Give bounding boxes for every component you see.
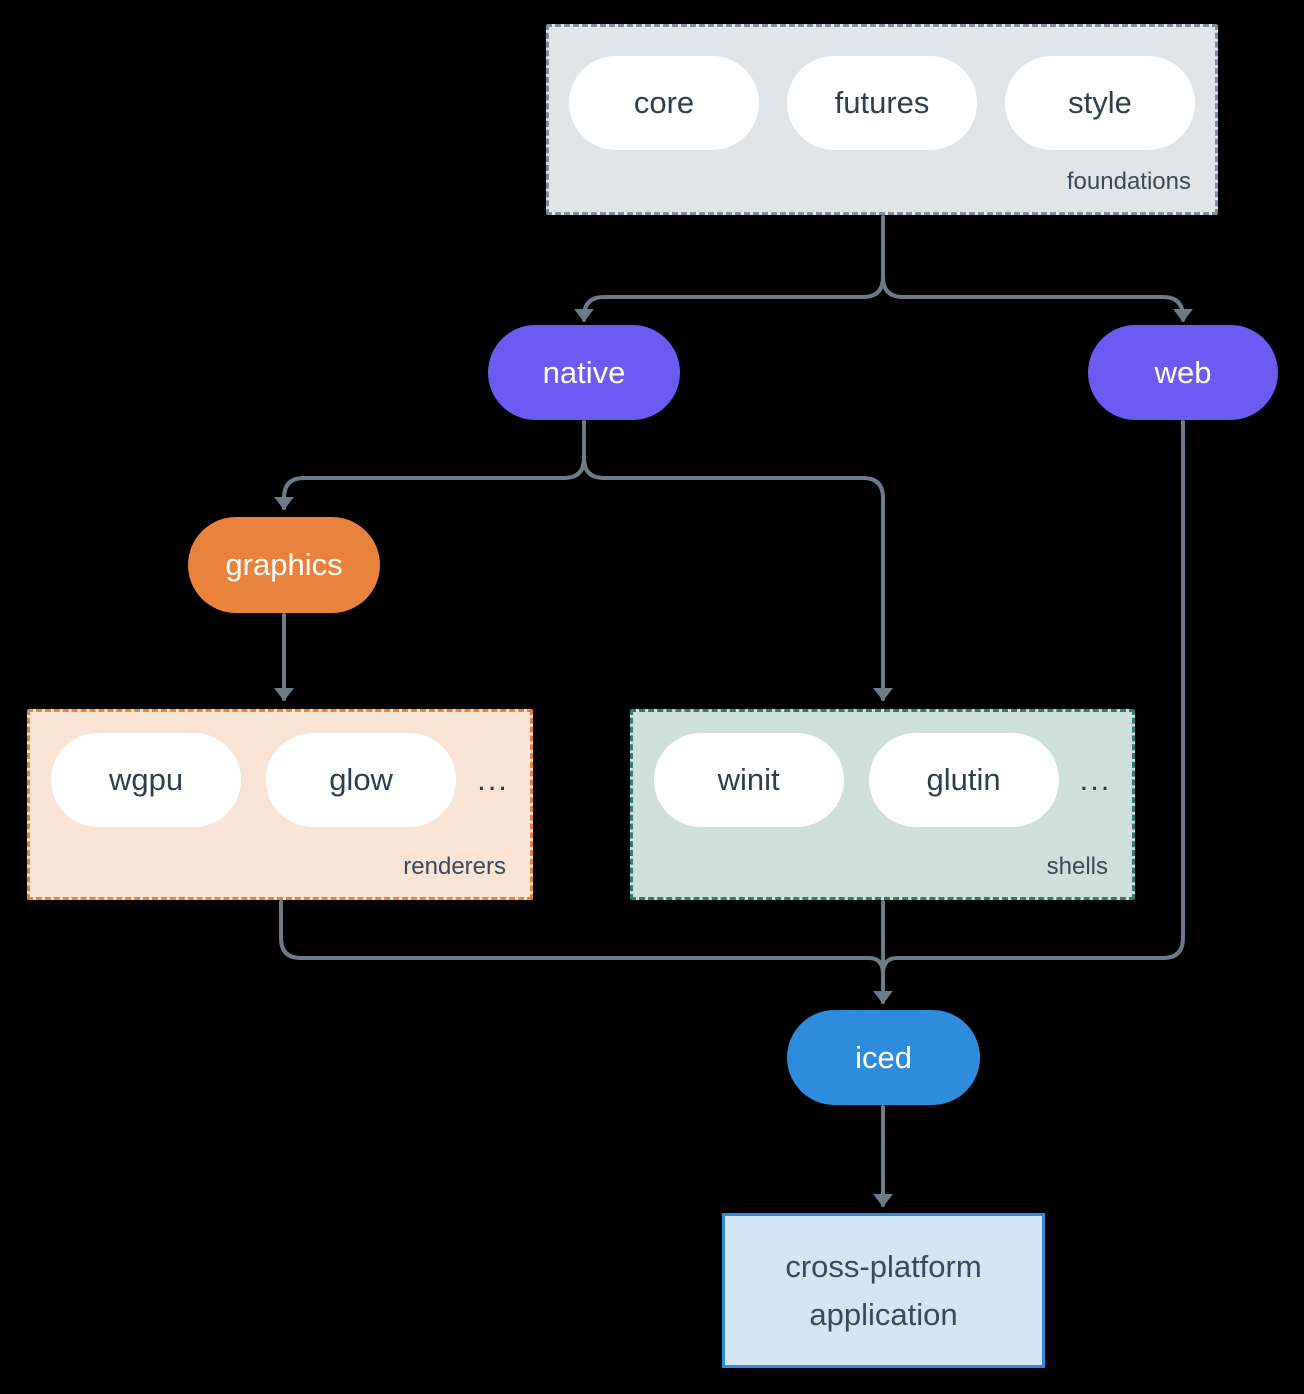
shells-pill-row: winit glutin ... [633, 733, 1132, 827]
pill-core: core [569, 56, 759, 150]
renderers-ellipsis: ... [477, 762, 509, 797]
node-iced: iced [787, 1010, 980, 1105]
node-cross-platform-application: cross-platform application [722, 1213, 1045, 1368]
node-native: native [488, 325, 680, 420]
foundations-pill-row: core futures style [549, 56, 1215, 150]
group-shells: winit glutin ... shells [630, 709, 1135, 900]
pill-futures: futures [787, 56, 977, 150]
group-foundations: core futures style foundations [546, 24, 1218, 215]
renderers-label: renderers [403, 853, 506, 880]
arrow-native-to-shells [582, 456, 893, 701]
node-web: web [1088, 325, 1278, 420]
node-graphics: graphics [188, 517, 380, 613]
line-renderers-to-merge [279, 900, 885, 976]
foundations-label: foundations [1066, 168, 1191, 195]
group-renderers: wgpu glow ... renderers [27, 709, 533, 900]
pill-glutin: glutin [868, 733, 1059, 827]
pill-glow: glow [266, 733, 457, 827]
arrow-foundations-to-web [881, 275, 1193, 322]
pill-winit: winit [653, 733, 844, 827]
renderers-pill-row: wgpu glow ... [30, 733, 530, 827]
shells-label: shells [1046, 853, 1108, 880]
arrow-foundations-to-native [574, 275, 885, 322]
arrow-native-to-graphics [274, 456, 586, 510]
pill-style: style [1005, 56, 1195, 150]
shells-ellipsis: ... [1079, 762, 1112, 797]
pill-wgpu: wgpu [51, 733, 242, 827]
